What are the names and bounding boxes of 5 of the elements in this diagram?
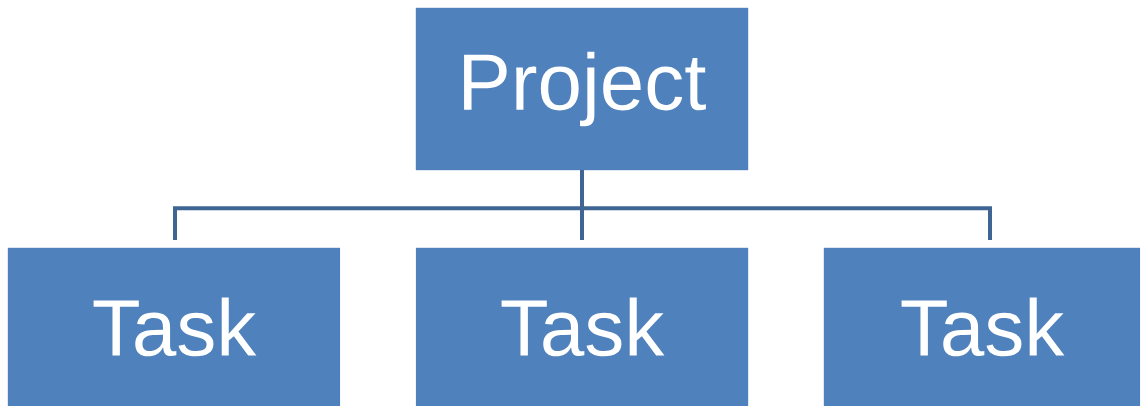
task-box: Task	[823, 247, 1141, 406]
task-box: Task	[7, 247, 341, 406]
task-box: Task	[415, 247, 749, 406]
project-box: Project	[415, 7, 749, 171]
connector	[580, 170, 992, 240]
